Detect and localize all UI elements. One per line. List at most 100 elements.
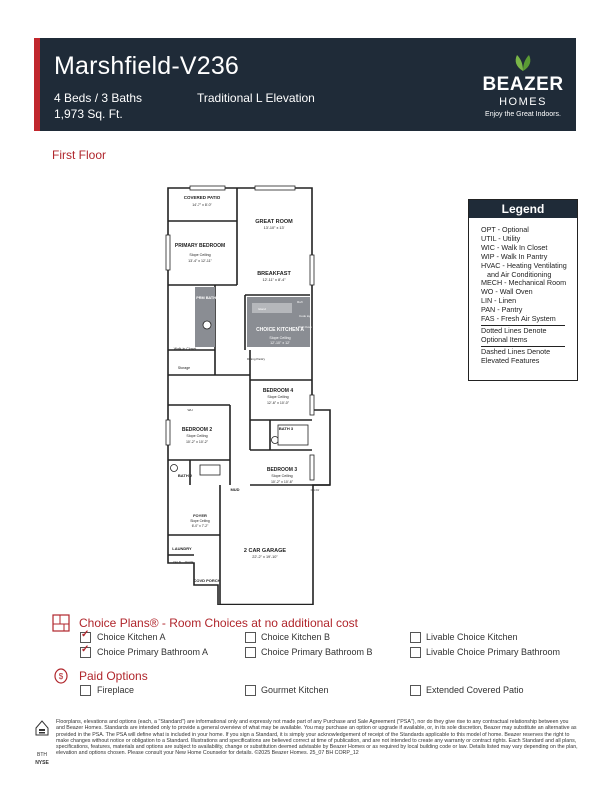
logo-homes: HOMES	[499, 96, 547, 108]
bedroom3-label: BEDROOM 3	[267, 467, 298, 473]
dining-pantry-label: Dining Pantry	[247, 357, 266, 361]
garage-label: 2 CAR GARAGE	[244, 548, 287, 554]
gourmet-kitchen-label: Gourmet Kitchen	[261, 685, 329, 695]
choice-kitchen-dims: 12'-10" x 12'	[270, 341, 290, 345]
legend-items: OPT - Optional UTIL - Utility WIC - Walk…	[481, 225, 575, 366]
floor-plan: COVERED PATIO 14'-7" x 8'-0" GREAT ROOM …	[165, 185, 331, 605]
foyer-label: FOYER	[193, 513, 207, 518]
legend-item: LIN - Linen	[481, 296, 517, 306]
legend-item: PAN - Pantry	[481, 305, 523, 315]
checkmark-icon: ✓	[81, 644, 90, 655]
fireplace-label: Fireplace	[97, 685, 135, 695]
beazer-logo: BEAZER HOMES Enjoy the Great Indoors.	[480, 50, 566, 124]
choice-kitchen-a-checkbox[interactable]: ✓	[80, 629, 91, 643]
legend-item: WIP - Walk In Pantry	[481, 251, 548, 261]
primary-bedroom-note: Slope Ceiling	[189, 253, 210, 257]
covd-porch-label: COVD PORCH	[193, 578, 220, 583]
bth-label: BTH	[37, 752, 47, 758]
fireplace-checkbox[interactable]	[80, 685, 91, 696]
mud-label: MUD	[230, 487, 239, 492]
wall-oven-label: Wall Oven	[298, 325, 312, 329]
legend-item: WO - Wall Oven	[481, 287, 533, 297]
choice-kitchen-b-label: Choice Kitchen B	[261, 632, 331, 642]
legend-item: UTIL - Utility	[481, 233, 521, 243]
bedroom2-label: BEDROOM 2	[182, 427, 213, 433]
covered-patio-label: COVERED PATIO	[184, 195, 221, 200]
beds-baths: 4 Beds / 3 Baths	[54, 91, 143, 105]
bedroom2-dims: 10'-2" x 10'-2"	[186, 440, 209, 444]
bath3-label: BATH 3	[279, 426, 294, 431]
bath2-label: BATH 2	[178, 473, 193, 478]
exterior-walls	[167, 187, 331, 605]
dotted-lines-note: Dotted Lines Denote	[481, 325, 547, 335]
legend-item: OPT - Optional	[481, 225, 529, 234]
floor-label: First Floor	[52, 148, 106, 162]
choice-kitchen-a-label: Choice Kitchen A	[97, 632, 166, 642]
gourmet-kitchen-checkbox[interactable]	[245, 685, 256, 696]
legend-item: FAS - Fresh Air System	[481, 314, 556, 324]
logo-brand: BEAZER	[482, 74, 564, 95]
dashed-lines-note: Dashed Lines Denote	[481, 346, 551, 356]
extended-covered-patio-label: Extended Covered Patio	[426, 685, 524, 695]
floorplan-choice-icon	[52, 614, 70, 632]
choice-primary-bath-a-checkbox[interactable]: ✓	[80, 644, 91, 658]
foyer-note: Slope Ceiling	[190, 519, 210, 523]
checkmark-icon: ✓	[81, 629, 90, 640]
svg-text:$: $	[59, 672, 64, 681]
bedroom4-note: Slope Ceiling	[267, 395, 288, 399]
garage-dims: 22'-2" x 19'-10"	[252, 555, 278, 559]
walkin-closet-label: Walk-in Closet	[174, 347, 196, 351]
opt-dr-label: Opt Dr	[311, 488, 320, 492]
paid-options-title: Paid Options	[79, 669, 148, 683]
wh-label: WH	[188, 408, 193, 412]
price-tag-icon: $	[54, 668, 68, 684]
primary-bedroom-label: PRIMARY BEDROOM	[175, 243, 225, 249]
breakfast-dims: 12'-11" x 8'-4"	[262, 278, 286, 282]
great-room-dims: 13'-10" x 13'	[264, 226, 285, 230]
bedroom4-dims: 12'-6" x 10'-0"	[267, 401, 290, 405]
elevation-name: Traditional L Elevation	[197, 91, 315, 105]
livable-choice-kitchen-checkbox[interactable]	[410, 632, 421, 643]
logo-tagline: Enjoy the Great Indoors.	[485, 111, 561, 118]
livable-choice-primary-bath-label: Livable Choice Primary Bathroom	[426, 647, 561, 657]
covered-patio-dims: 14'-7" x 8'-0"	[192, 203, 212, 207]
island-label: Island	[258, 307, 266, 311]
choice-primary-bath-label: CHOICE PRM BATH A	[180, 296, 219, 300]
legend-item: HVAC - Heating Ventilating	[481, 260, 567, 270]
laundry-label: LAUNDRY	[172, 546, 192, 551]
plan-title: Marshfield-V236	[54, 52, 240, 80]
foyer-dims: 6'-0" x 7'-2"	[192, 524, 209, 528]
header-banner: Marshfield-V236 4 Beds / 3 Baths 1,973 S…	[34, 38, 576, 131]
equal-housing-icon: BTH NYSE	[35, 720, 49, 766]
legend-item: WIC - Walk In Closet	[481, 242, 548, 252]
cooktop-label: Cook top	[299, 314, 311, 318]
refr-label: Refr	[297, 300, 303, 304]
bedroom3-dims: 10'-2" x 10'-6"	[271, 480, 294, 484]
extended-covered-patio-checkbox[interactable]	[410, 685, 421, 696]
dashed-lines-note: Elevated Features	[481, 355, 540, 365]
leaf-icon	[515, 55, 531, 71]
choice-plans-title: Choice Plans® - Room Choices at no addit…	[79, 616, 358, 630]
legend-title: Legend	[469, 200, 577, 218]
choice-primary-bath-b-checkbox[interactable]	[245, 647, 256, 658]
bedroom2-note: Slope Ceiling	[186, 434, 207, 438]
legend-box: Legend OPT - Optional UTIL - Utility WIC…	[468, 199, 578, 381]
legend-divider	[481, 345, 565, 347]
dotted-lines-note: Optional Items	[481, 334, 528, 344]
choice-bath-shading	[195, 287, 215, 347]
choice-primary-bath-a-label: Choice Primary Bathroom A	[97, 647, 209, 657]
bedroom3-note: Slope Ceiling	[271, 474, 292, 478]
livable-choice-primary-bath-checkbox[interactable]	[410, 647, 421, 658]
storage-label: Storage	[178, 366, 190, 370]
nyse-label: NYSE	[35, 760, 49, 766]
choice-primary-bath-b-label: Choice Primary Bathroom B	[261, 647, 373, 657]
square-footage: 1,973 Sq. Ft.	[54, 107, 123, 121]
primary-bedroom-dims: 13'-4" x 12'-11"	[188, 259, 213, 263]
choice-kitchen-b-checkbox[interactable]	[245, 632, 256, 643]
legend-divider	[481, 324, 565, 326]
livable-choice-kitchen-label: Livable Choice Kitchen	[426, 632, 518, 642]
opt-w-label: Opt W	[185, 560, 194, 564]
choice-kitchen-note: Slope Ceiling	[269, 336, 290, 340]
header-accent-bar	[34, 38, 40, 131]
legal-disclaimer: Floorplans, elevations and options (each…	[56, 719, 578, 757]
